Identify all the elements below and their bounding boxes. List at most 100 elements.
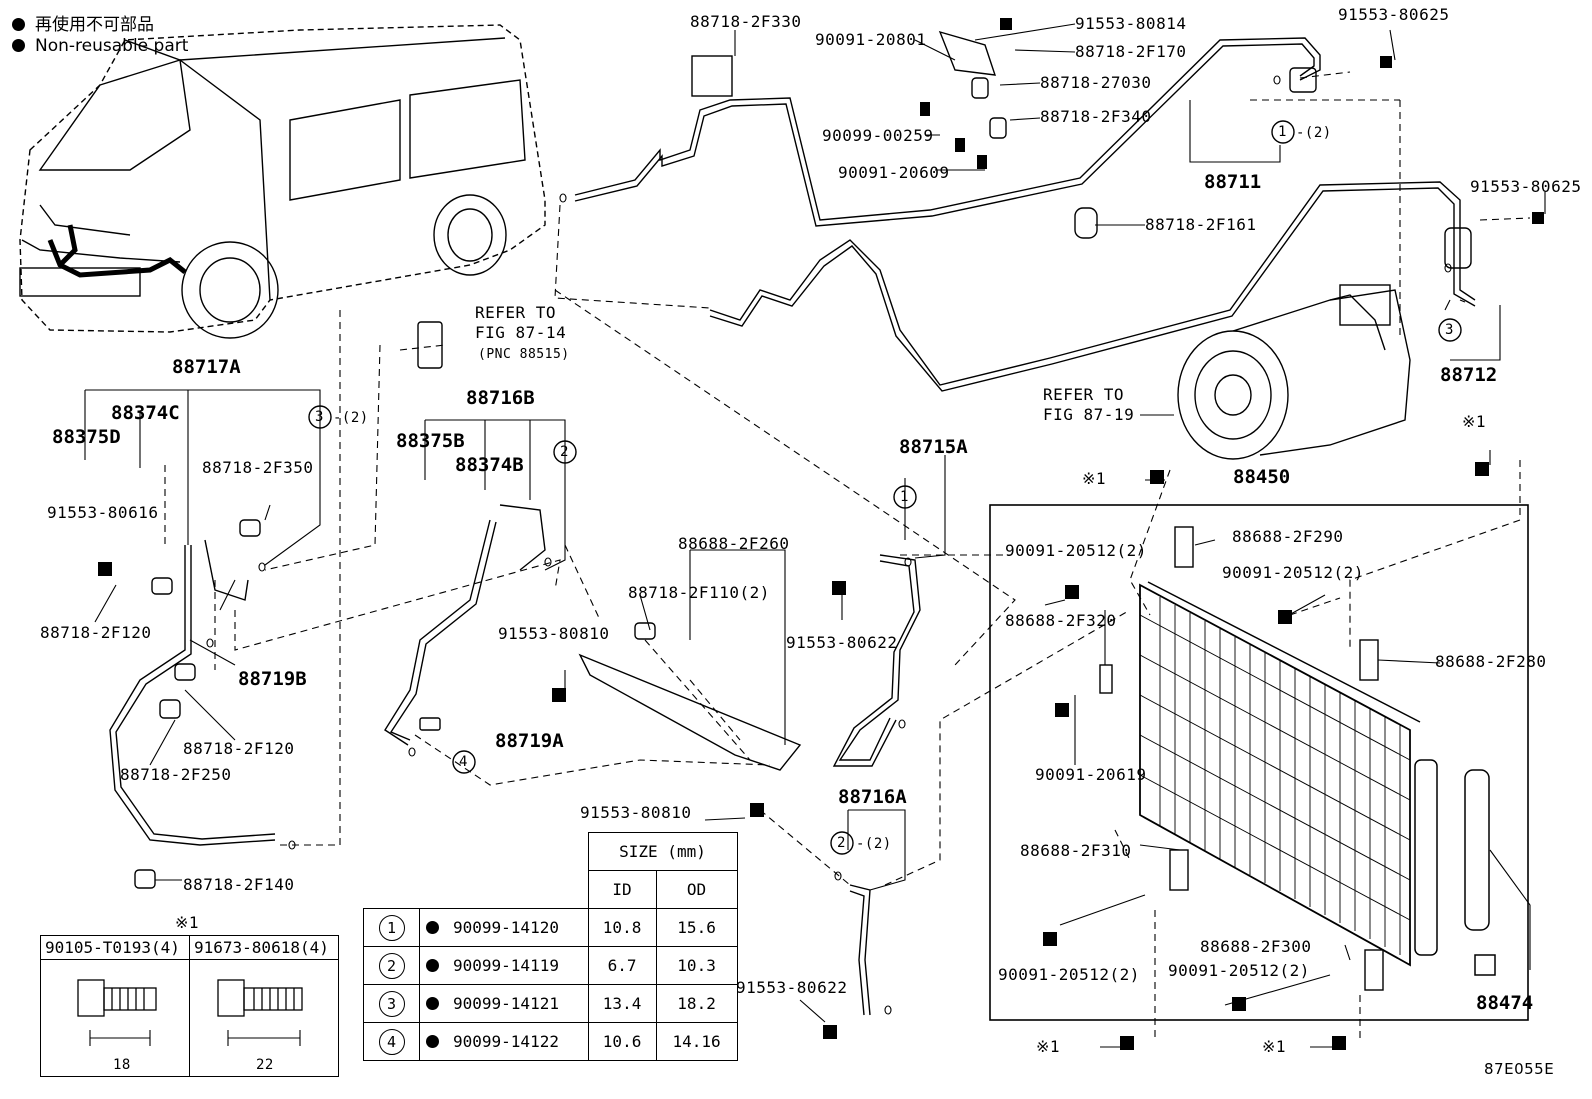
row-number: 2	[378, 952, 405, 979]
leader-lines	[84, 23, 1546, 1048]
label-88375D: 88375D	[52, 426, 121, 448]
part-label: 90091-20512(2)	[1222, 563, 1364, 582]
nonreusable-dot-icon	[426, 921, 439, 934]
bolt-table: 90105-T0193(4) 91673-80618(4) 18 22	[40, 935, 339, 1077]
part-label: 90099-00259	[822, 126, 934, 145]
label-88374B: 88374B	[455, 454, 524, 476]
label-88716A: 88716A	[838, 786, 907, 808]
nonreusable-dot-icon	[426, 997, 439, 1010]
condenser-88450-box	[989, 504, 1529, 1021]
part-label: 90091-20512(2)	[1168, 961, 1310, 980]
part-label: 91553-80814	[1075, 14, 1187, 33]
part-label: 88718-2F120	[40, 623, 152, 642]
mark-x1: ※1	[1262, 1037, 1287, 1056]
label-88375B: 88375B	[396, 430, 465, 452]
legend-dot-icon	[12, 18, 25, 31]
pnc-note: (PNC 88515)	[478, 347, 570, 362]
part-label: 88688-2F290	[1232, 527, 1344, 546]
ring-qty: -(2)	[856, 836, 892, 852]
part-label: 88718-2F350	[202, 458, 314, 477]
ring-number: 1	[1278, 124, 1287, 140]
legend-en: Non-reusable part	[12, 36, 188, 56]
van-illustration	[19, 24, 546, 339]
bolt-col-1: 90105-T0193(4)	[40, 935, 190, 960]
mark-x1: ※1	[1036, 1037, 1061, 1056]
refer-to-note-2: REFER TO	[1043, 385, 1125, 404]
figure-code: 87E055E	[1484, 1060, 1555, 1078]
nonreusable-dot-icon	[426, 1035, 439, 1048]
label-88715A: 88715A	[899, 436, 968, 458]
part-label: 88688-2F280	[1435, 652, 1547, 671]
table-row: 4 90099-14122 10.6 14.16	[363, 1022, 738, 1061]
refer-to-note: REFER TO	[475, 303, 557, 322]
row-number: 4	[378, 1028, 405, 1055]
ring-qty: -(2)	[333, 410, 369, 426]
pipes	[109, 37, 1476, 1016]
part-label: 91553-80625	[1338, 5, 1450, 24]
part-label: 91553-80625	[1470, 177, 1582, 196]
label-88712: 88712	[1440, 364, 1498, 386]
part-label: 88718-2F170	[1075, 42, 1187, 61]
part-label: 88688-2F310	[1020, 841, 1132, 860]
label-88719A: 88719A	[495, 730, 564, 752]
label-88717A: 88717A	[172, 356, 241, 378]
part-label: 91553-80810	[498, 624, 610, 643]
part-label: 88688-2F300	[1200, 937, 1312, 956]
part-label: 91553-80616	[47, 503, 159, 522]
part-label: 88718-27030	[1040, 73, 1152, 92]
part-label: 88718-2F250	[120, 765, 232, 784]
ring-number: 2	[837, 835, 846, 851]
bolts	[98, 18, 1544, 1050]
legend-jp: 再使用不可部品	[12, 10, 154, 35]
label-88374C: 88374C	[111, 402, 180, 424]
ring-number: 4	[459, 754, 468, 770]
ring-number: 3	[315, 409, 324, 425]
fig-87-14-note: FIG 87-14	[475, 323, 567, 342]
part-label: 88688-2F320	[1005, 611, 1117, 630]
table-row: 2 90099-14119 6.7 10.3	[363, 946, 738, 985]
table-row: 1 90099-14120 10.8 15.6	[363, 908, 738, 947]
label-88711: 88711	[1204, 171, 1262, 193]
bolt-table-mark: ※1	[175, 913, 200, 932]
part-label: 90091-20801	[815, 30, 927, 49]
part-label: 90091-20512(2)	[1005, 541, 1147, 560]
part-label: 90091-20609	[838, 163, 950, 182]
label-88716B: 88716B	[466, 387, 535, 409]
row-number: 3	[378, 990, 405, 1017]
label-88719B: 88719B	[238, 668, 307, 690]
col-id: ID	[587, 870, 657, 909]
part-label: 88688-2F260	[678, 534, 790, 553]
bolt-length-2: 22	[256, 1057, 274, 1073]
mark-x1: ※1	[1082, 469, 1107, 488]
ring-number: 2	[560, 444, 569, 460]
ring-circles	[308, 120, 1462, 855]
label-88474: 88474	[1476, 992, 1534, 1014]
part-label: 88718-2F340	[1040, 107, 1152, 126]
part-label: 90091-20619	[1035, 765, 1147, 784]
size-header: SIZE (mm)	[587, 832, 738, 871]
fig-87-19-note: FIG 87-19	[1043, 405, 1135, 424]
label-88450: 88450	[1233, 466, 1291, 488]
table-row: 3 90099-14121 13.4 18.2	[363, 984, 738, 1023]
part-label: 88718-2F120	[183, 739, 295, 758]
part-label: 91553-80622	[736, 978, 848, 997]
o-rings	[206, 75, 1452, 1015]
row-number: 1	[378, 914, 405, 941]
compressor-88450	[1177, 284, 1411, 460]
part-label: 88718-2F330	[690, 12, 802, 31]
part-label: 91553-80622	[786, 633, 898, 652]
ring-qty: -(2)	[1296, 125, 1332, 141]
size-table: SIZE (mm) ID OD 1 90099-14120 10.8 15.6 …	[363, 832, 738, 1061]
part-label: 91553-80810	[580, 803, 692, 822]
part-label: 90091-20512(2)	[998, 965, 1140, 984]
bolt-col-2: 91673-80618(4)	[189, 935, 339, 960]
ring-number: 1	[900, 489, 909, 505]
part-label: 88718-2F140	[183, 875, 295, 894]
bolt-length-1: 18	[113, 1057, 131, 1073]
legend-dot-icon	[12, 39, 25, 52]
part-label: 88718-2F161	[1145, 215, 1257, 234]
nonreusable-dot-icon	[426, 959, 439, 972]
part-label: 88718-2F110(2)	[628, 583, 770, 602]
mark-x1: ※1	[1462, 412, 1487, 431]
col-od: OD	[655, 870, 738, 909]
